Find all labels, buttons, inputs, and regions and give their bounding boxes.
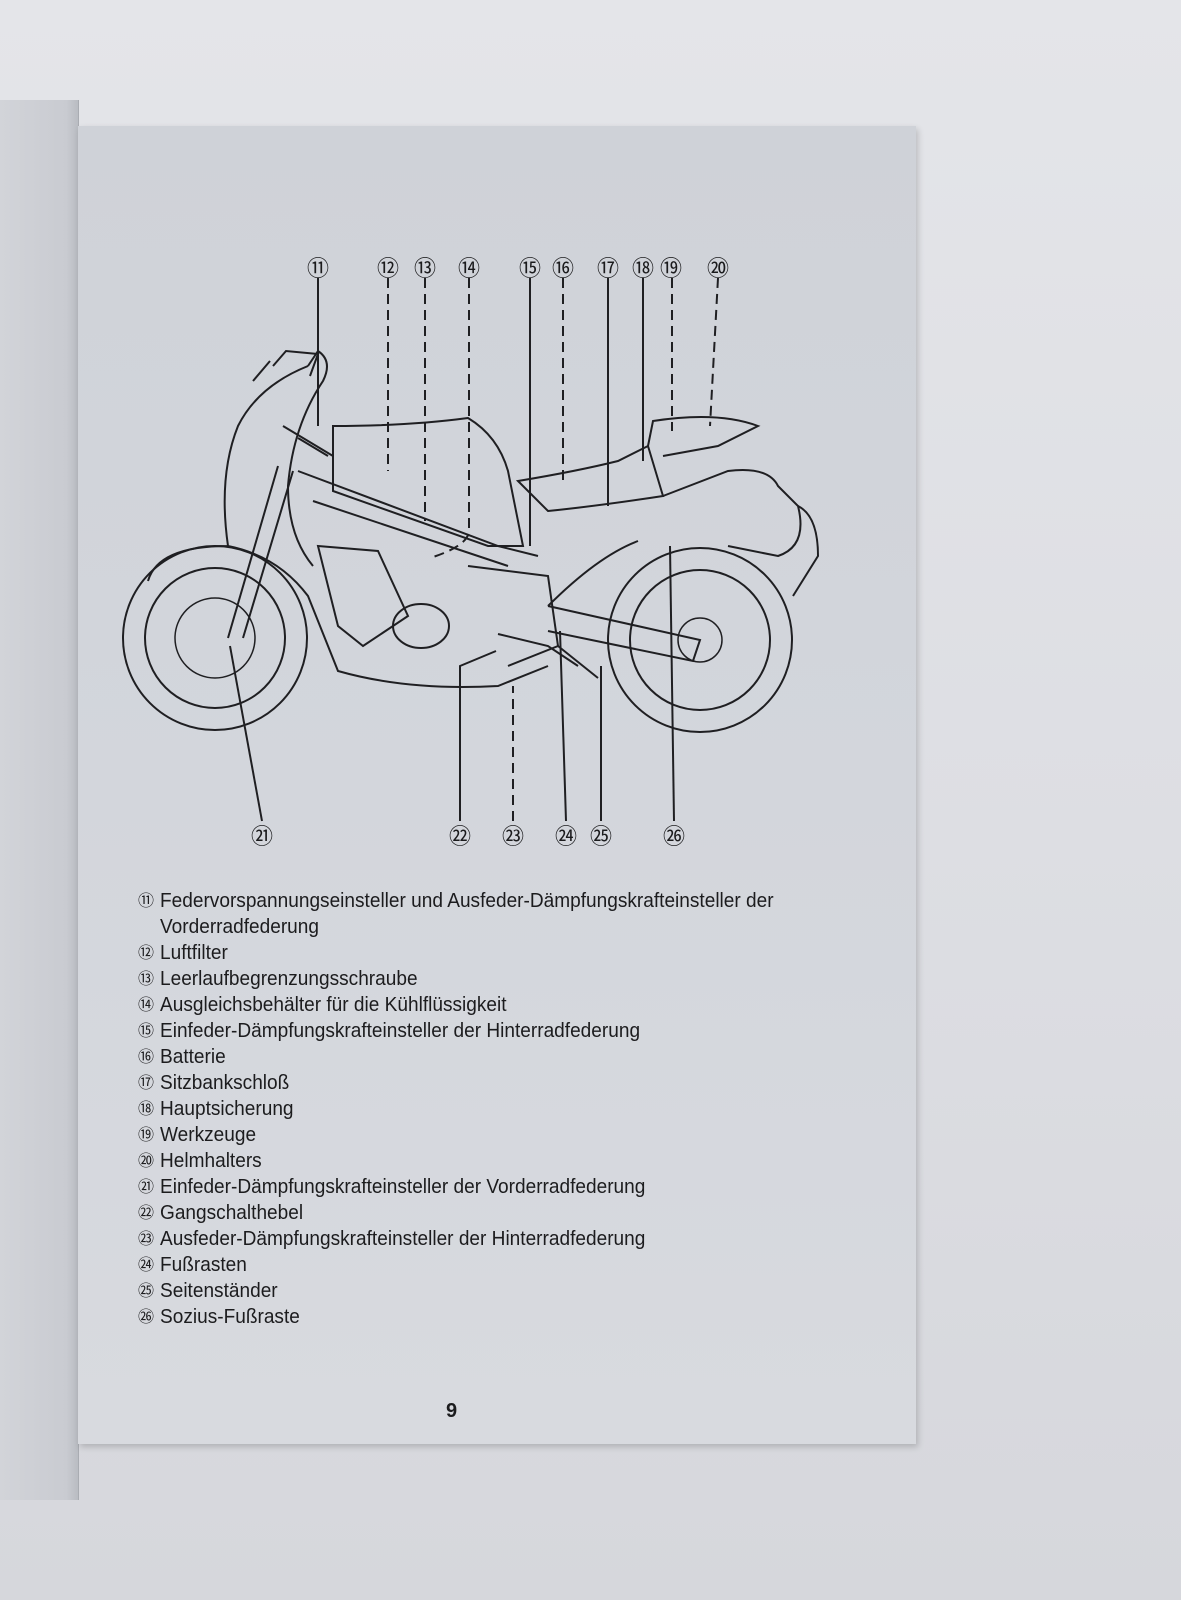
legend-number: ㉓ — [138, 1229, 155, 1248]
legend-text: Ausgleichsbehälter für die Kühlflüssigke… — [160, 993, 507, 1016]
legend-item: ⑳ Helmhalters — [138, 1148, 938, 1174]
legend-text: Werkzeuge — [160, 1123, 257, 1146]
legend-text: Sitzbankschloß — [160, 1071, 290, 1094]
legend-number: ⑳ — [138, 1151, 155, 1170]
rear-wheel — [607, 547, 793, 733]
legend-number: ⑭ — [138, 995, 155, 1014]
legend-number: ⑮ — [138, 1021, 155, 1040]
callout-18: ⑱ — [632, 257, 654, 282]
legend-item: ⑮ Einfeder-Dämpfungskrafteinsteller der H… — [138, 1018, 938, 1044]
legend-number: ㉔ — [138, 1255, 155, 1274]
legend-text: Luftfilter — [160, 941, 228, 964]
legend-item: ⑭ Ausgleichsbehälter für die Kühlflüssigk… — [138, 992, 938, 1018]
legend-item: ⑬ Leerlaufbegrenzungsschraube — [138, 966, 938, 992]
legend-item: ⑫ Luftfilter — [138, 940, 938, 966]
legend-number: ⑰ — [138, 1073, 155, 1092]
legend-number: ⑪ — [138, 891, 155, 910]
legend-item: ⑱ Hauptsicherung — [138, 1096, 938, 1122]
legend-item-continuation: Vorderradfederung — [138, 914, 938, 940]
facing-page-edge — [0, 100, 79, 1500]
legend-number: ㉒ — [138, 1203, 155, 1222]
callout-16: ⑯ — [552, 257, 574, 282]
legend-number: ⑲ — [138, 1125, 155, 1144]
callout-24: ㉔ — [555, 825, 577, 850]
legend-item: ⑯ Batterie — [138, 1044, 938, 1070]
callout-14: ⑭ — [458, 257, 480, 282]
legend-item: ㉒ Gangschalthebel — [138, 1200, 938, 1226]
manual-page: ⑪ ⑫ ⑬ ⑭ ⑮ ⑯ ⑰ ⑱ ⑲ ⑳ ㉑ ㉒ ㉓ ㉔ ㉕ ㉖ ⑪ Federvo… — [78, 126, 916, 1444]
parts-legend: ⑪ Federvorspannungseinsteller und Ausfede… — [138, 888, 938, 1330]
leader-lines — [229, 277, 719, 822]
legend-text: Leerlaufbegrenzungsschraube — [160, 967, 418, 990]
callout-13: ⑬ — [414, 257, 436, 282]
legend-item: ㉕ Seitenständer — [138, 1278, 938, 1304]
callout-22: ㉒ — [449, 825, 471, 850]
legend-number: ㉑ — [138, 1177, 155, 1196]
legend-text: Hauptsicherung — [160, 1097, 294, 1120]
legend-item: ⑪ Federvorspannungseinsteller und Ausfede… — [138, 888, 938, 914]
callout-26: ㉖ — [663, 825, 685, 850]
callout-19: ⑲ — [660, 257, 682, 282]
callout-20: ⑳ — [707, 257, 729, 282]
legend-item: ㉓ Ausfeder-Dämpfungskrafteinsteller der H… — [138, 1226, 938, 1252]
callout-11: ⑪ — [307, 257, 329, 282]
callout-23: ㉓ — [502, 825, 524, 850]
legend-text: Einfeder-Dämpfungskrafteinsteller der Hi… — [160, 1019, 641, 1042]
legend-item: ㉑ Einfeder-Dämpfungskrafteinsteller der V… — [138, 1174, 938, 1200]
legend-text: Batterie — [160, 1045, 226, 1068]
legend-number: ⑫ — [138, 943, 155, 962]
callout-15: ⑮ — [519, 257, 541, 282]
motorcycle-drawing — [122, 349, 820, 733]
legend-item: ㉔ Fußrasten — [138, 1252, 938, 1278]
legend-text: Seitenständer — [160, 1279, 278, 1302]
legend-text: Federvorspannungseinsteller und Ausfeder… — [160, 889, 774, 912]
legend-text: Helmhalters — [160, 1149, 262, 1172]
legend-item: ⑰ Sitzbankschloß — [138, 1070, 938, 1096]
legend-text: Sozius-Fußraste — [160, 1305, 300, 1328]
legend-number: ⑬ — [138, 969, 155, 988]
legend-text: Einfeder-Dämpfungskrafteinsteller der Vo… — [160, 1175, 646, 1198]
page-number: 9 — [446, 1400, 458, 1422]
motorcycle-diagram: ⑪ ⑫ ⑬ ⑭ ⑮ ⑯ ⑰ ⑱ ⑲ ⑳ ㉑ ㉒ ㉓ ㉔ ㉕ ㉖ — [122, 257, 820, 850]
legend-number: ㉕ — [138, 1281, 155, 1300]
legend-number: ⑯ — [138, 1047, 155, 1066]
legend-text: Ausfeder-Dämpfungskrafteinsteller der Hi… — [160, 1227, 646, 1250]
legend-item: ⑲ Werkzeuge — [138, 1122, 938, 1148]
legend-text: Fußrasten — [160, 1253, 247, 1276]
legend-number: ⑱ — [138, 1099, 155, 1118]
callout-17: ⑰ — [597, 257, 619, 282]
callout-12: ⑫ — [377, 257, 399, 282]
legend-text: Vorderradfederung — [160, 915, 320, 938]
legend-number: ㉖ — [138, 1307, 155, 1326]
legend-item: ㉖ Sozius-Fußraste — [138, 1304, 938, 1330]
legend-text: Gangschalthebel — [160, 1201, 304, 1224]
callout-21: ㉑ — [251, 825, 273, 850]
callout-25: ㉕ — [590, 825, 612, 850]
